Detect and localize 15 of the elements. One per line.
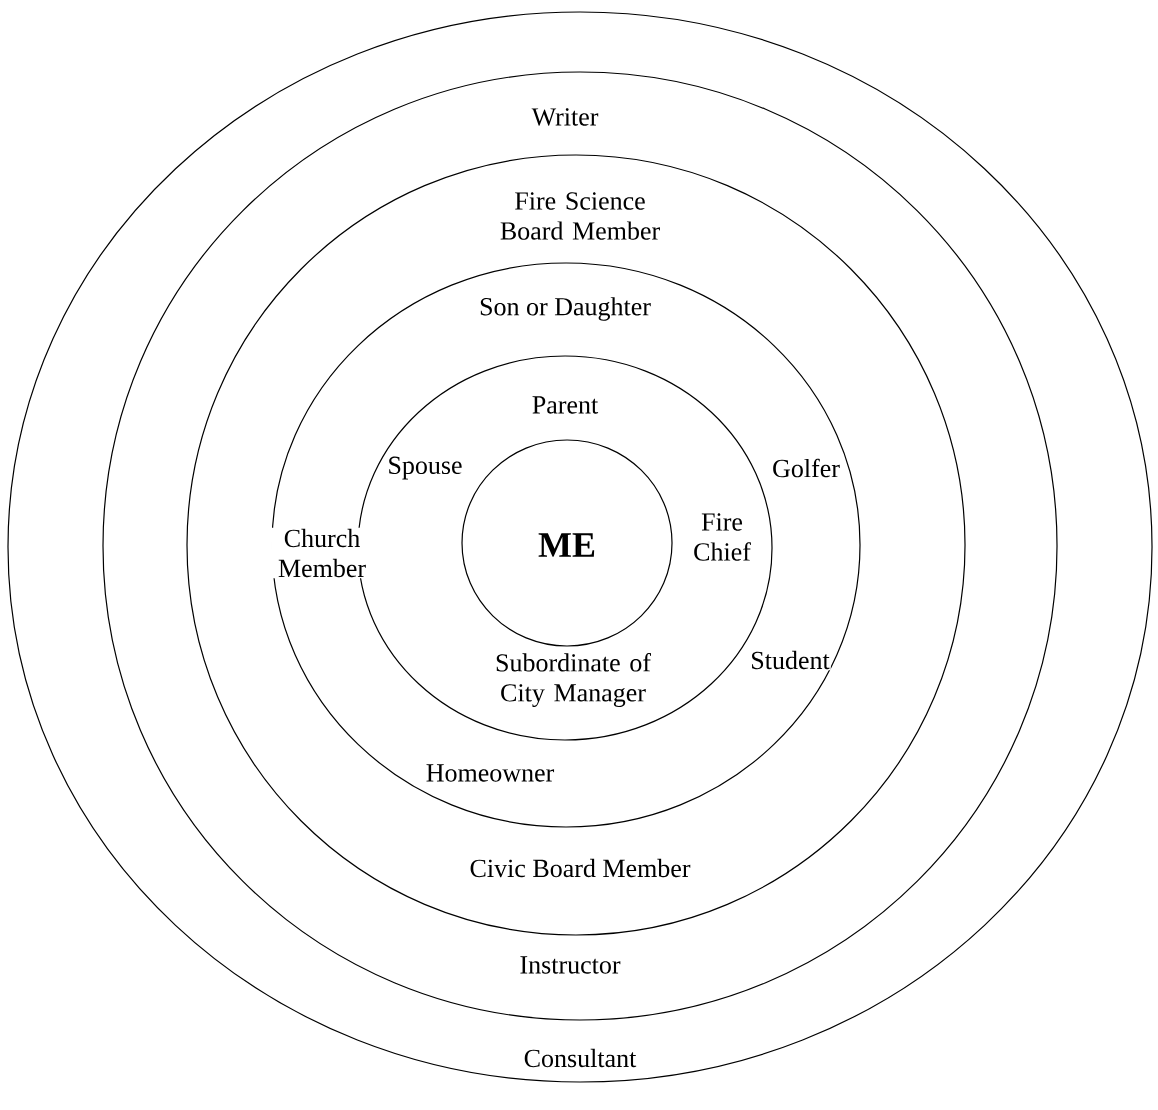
role-label: Golfer xyxy=(771,457,841,479)
role-label: Son or Daughter xyxy=(478,296,652,322)
role-label: Instructor xyxy=(518,955,622,975)
role-label: ME xyxy=(537,532,597,558)
role-label: Fire Science Board Member xyxy=(489,191,671,241)
role-label: Civic Board Member xyxy=(468,857,692,879)
role-label: Fire Chief xyxy=(690,512,754,562)
role-label: Church Member xyxy=(271,527,373,579)
role-label: Spouse xyxy=(386,455,464,481)
role-label: Student xyxy=(749,649,831,671)
role-label: Writer xyxy=(530,107,600,127)
role-label: Homeowner xyxy=(424,763,556,783)
role-label: Parent xyxy=(530,395,600,415)
role-label: Consultant xyxy=(522,1047,638,1069)
role-label: Subordinate of City Manager xyxy=(479,652,667,708)
